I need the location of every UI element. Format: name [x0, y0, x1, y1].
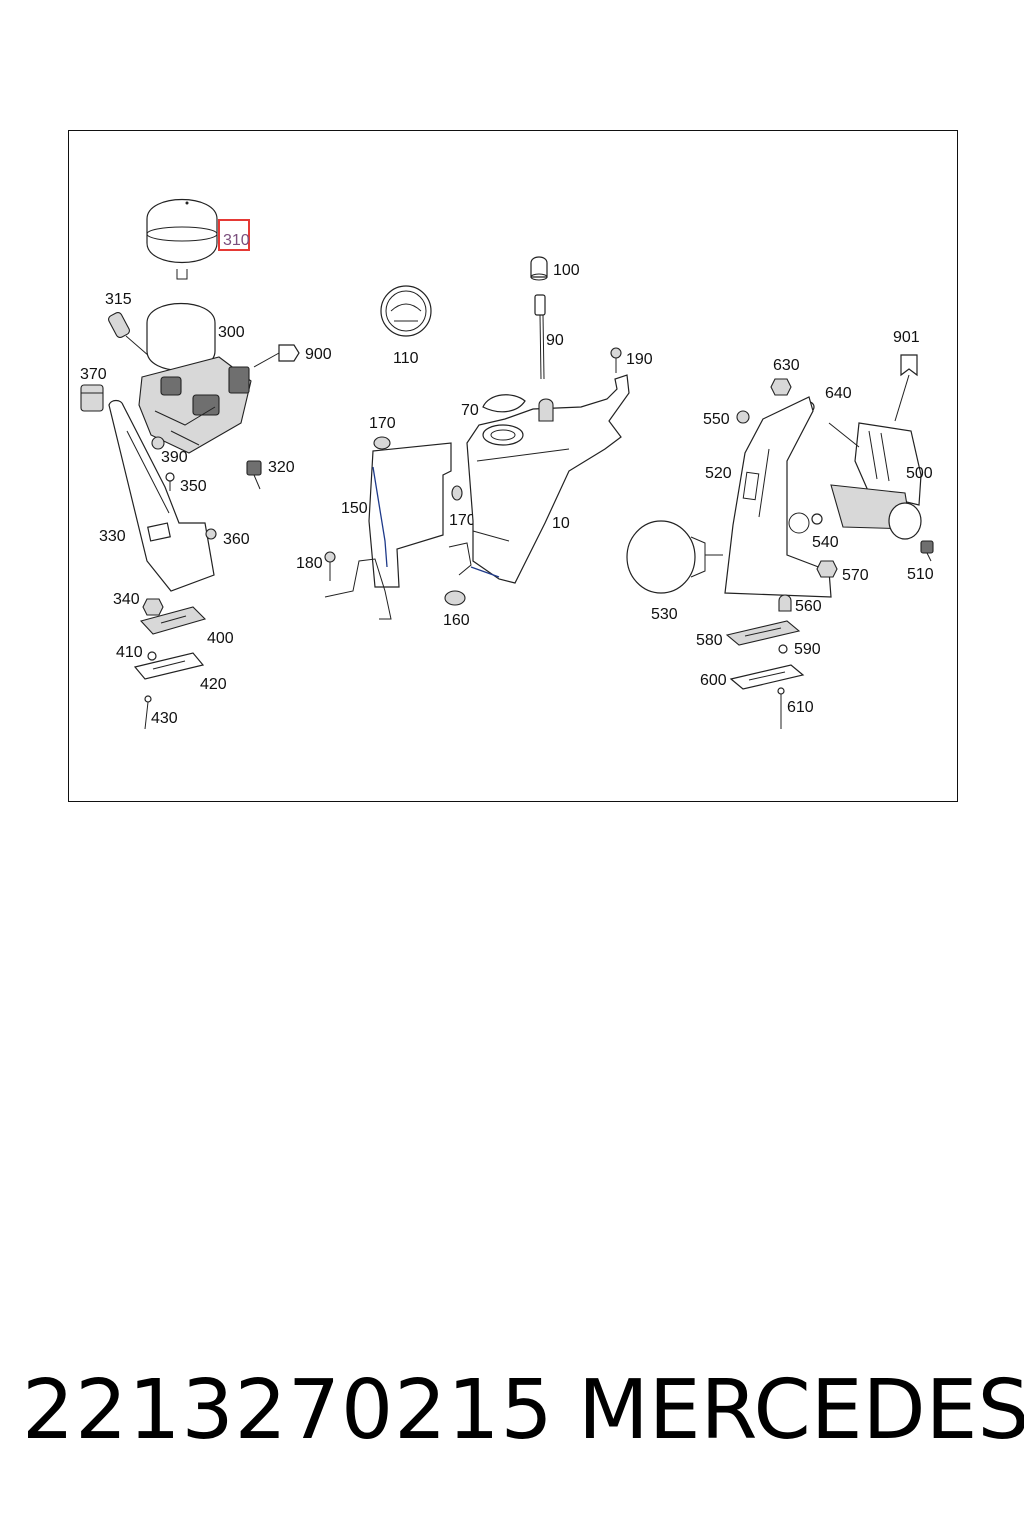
- plate-420-illustration: [133, 652, 205, 680]
- callout-370: 370: [80, 366, 107, 383]
- callout-500: 500: [906, 465, 933, 482]
- parts-diagram: 310 315 300 900 370: [80, 198, 934, 730]
- connector-900-illustration: [253, 344, 300, 368]
- callout-570: 570: [842, 567, 869, 584]
- brand-name: MERCEDES: [578, 1363, 1024, 1458]
- tie-610-illustration: [777, 687, 785, 729]
- connector-901-illustration: [894, 354, 918, 422]
- bolt-350-illustration: [165, 472, 175, 491]
- nut-340-illustration: [142, 598, 164, 616]
- callout-170b: 170: [449, 512, 476, 529]
- valve-block-300-illustration: [138, 303, 252, 454]
- callout-100: 100: [553, 262, 580, 279]
- stop-560-illustration: [778, 594, 792, 612]
- pump-motor-500-illustration: [828, 422, 922, 540]
- clip-410-illustration: [147, 651, 157, 661]
- reservoir-10-illustration: [448, 374, 630, 584]
- washer-390-illustration: [151, 436, 165, 450]
- callout-590: 590: [794, 641, 821, 658]
- bracket-520-illustration: [724, 396, 832, 598]
- grommet-170a-illustration: [373, 436, 391, 450]
- bolt-180-illustration: [324, 551, 336, 581]
- callout-410: 410: [116, 644, 143, 661]
- callout-530: 530: [651, 606, 678, 623]
- callout-400: 400: [207, 630, 234, 647]
- callout-550: 550: [703, 411, 730, 428]
- callout-360: 360: [223, 531, 250, 548]
- fitting-370-illustration: [80, 384, 104, 412]
- tie-430-illustration: [144, 695, 152, 730]
- callout-610: 610: [787, 699, 814, 716]
- grommet-170b-illustration: [451, 485, 463, 501]
- callout-900: 900: [305, 346, 332, 363]
- callout-320: 320: [268, 459, 295, 476]
- washer-540-illustration: [811, 513, 823, 525]
- accumulator-530-illustration: [626, 520, 723, 594]
- callout-520: 520: [705, 465, 732, 482]
- callout-430: 430: [151, 710, 178, 727]
- part-number: 2213270215: [22, 1363, 554, 1458]
- callout-901: 901: [893, 329, 920, 346]
- bolt-550-illustration: [736, 410, 750, 424]
- sensor-320-illustration: [246, 460, 262, 490]
- bracket-150-illustration: [324, 442, 452, 620]
- callout-110: 110: [393, 350, 419, 367]
- callout-315: 315: [105, 291, 132, 308]
- callout-300: 300: [218, 324, 245, 341]
- nut-570-illustration: [816, 560, 838, 578]
- callout-70: 70: [461, 402, 479, 419]
- callout-170a: 170: [369, 415, 396, 432]
- callout-190: 190: [626, 351, 653, 368]
- bolt-360-illustration: [205, 528, 217, 540]
- callout-390: 390: [161, 449, 188, 466]
- callout-580: 580: [696, 632, 723, 649]
- callout-340: 340: [113, 591, 140, 608]
- cap-100-illustration: [530, 256, 548, 281]
- pad-400-illustration: [139, 606, 207, 635]
- dipstick-90-illustration: [534, 294, 546, 380]
- callout-330: 330: [99, 528, 126, 545]
- pad-580-illustration: [725, 620, 801, 646]
- callout-180: 180: [296, 555, 323, 572]
- sensor-510-illustration: [920, 540, 934, 562]
- product-footer: 2213270215 MERCEDES: [22, 1363, 1024, 1480]
- grommet-160-illustration: [444, 590, 466, 606]
- bolt-190-illustration: [610, 347, 622, 373]
- callout-630: 630: [773, 357, 800, 374]
- callout-540: 540: [812, 534, 839, 551]
- callout-310: 310: [223, 232, 250, 249]
- callout-510: 510: [907, 566, 934, 583]
- bracket-330-illustration: [108, 399, 215, 592]
- callout-560: 560: [795, 598, 822, 615]
- callout-350: 350: [180, 478, 207, 495]
- callout-640: 640: [825, 385, 852, 402]
- callout-420: 420: [200, 676, 227, 693]
- clip-590-illustration: [778, 644, 788, 654]
- gasket-70-illustration: [482, 394, 526, 413]
- callout-150: 150: [341, 500, 368, 517]
- parts-diagram-frame: 310 315 300 900 370: [68, 130, 958, 802]
- callout-600: 600: [700, 672, 727, 689]
- nut-630-illustration: [770, 378, 792, 396]
- plug-315-illustration: [108, 311, 150, 357]
- label-110-illustration: [380, 285, 432, 337]
- plate-600-illustration: [729, 664, 805, 690]
- accumulator-310-illustration: [146, 198, 218, 280]
- callout-10: 10: [552, 515, 570, 532]
- callout-90: 90: [546, 332, 564, 349]
- callout-160: 160: [443, 612, 470, 629]
- highlight-box-310: [218, 219, 250, 251]
